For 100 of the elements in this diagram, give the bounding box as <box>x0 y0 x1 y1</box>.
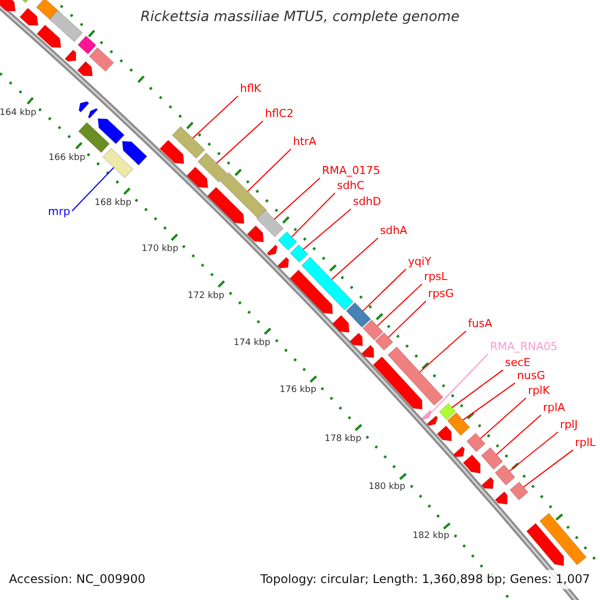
scale-label: 182 kbp <box>412 532 450 542</box>
gene-label: RMA_0175 <box>322 165 380 178</box>
gene-bar <box>256 210 284 238</box>
gene-bar <box>494 464 516 486</box>
cds-block <box>97 118 125 144</box>
cds-block <box>36 24 62 48</box>
gene-label: rplL <box>575 437 596 450</box>
title: Rickettsia massiliae MTU5, complete genome <box>140 10 460 26</box>
cds-block <box>186 166 208 188</box>
gene-bar <box>438 402 456 420</box>
gene-bar <box>78 122 110 154</box>
cds-block <box>426 415 438 426</box>
gene-label: hflK <box>240 83 262 96</box>
gene-label: nusG <box>517 370 546 382</box>
gene-bar <box>102 148 134 178</box>
gene-bar <box>480 447 504 470</box>
leader-line <box>331 238 378 280</box>
leader-line <box>72 167 114 212</box>
gene-bar <box>374 332 394 351</box>
cds-block <box>159 140 184 164</box>
cds-block <box>372 356 423 410</box>
cds-block <box>289 269 334 314</box>
cds-block <box>494 491 508 505</box>
leader-line <box>247 148 292 192</box>
gene-bar <box>539 512 587 566</box>
accession-text: Accession: NC_009900 <box>9 573 146 586</box>
gene-label: sdhA <box>380 225 408 238</box>
gene-bar <box>362 319 384 341</box>
gene-label: sdhC <box>337 180 364 192</box>
cds-block <box>88 108 98 119</box>
cds-block <box>481 476 494 490</box>
scale-label: 168 kbp <box>94 199 132 209</box>
cds-block <box>277 256 290 269</box>
gene-label: rpsL <box>424 271 448 284</box>
gene-bar <box>77 35 97 55</box>
leader-line <box>291 192 336 238</box>
gene-bar <box>88 47 114 72</box>
cds-block <box>19 8 39 26</box>
leader-line <box>452 370 504 408</box>
cds-block <box>207 186 245 224</box>
cds-block <box>78 101 90 113</box>
cds-block <box>246 225 264 242</box>
scale-label: 178 kbp <box>324 435 362 445</box>
gene-label: sdhD <box>353 196 382 208</box>
cds-block <box>266 244 278 256</box>
cds-block <box>526 522 564 566</box>
leader-line <box>480 398 526 439</box>
gene-bar <box>466 432 486 452</box>
gene-label: secE <box>505 357 530 370</box>
cds-block <box>76 60 93 76</box>
cds-block <box>64 49 76 62</box>
gene-bar <box>301 256 354 311</box>
leader-line <box>462 382 516 420</box>
gene-label: hflC2 <box>265 108 294 120</box>
leader-line <box>388 300 426 338</box>
gene-bar <box>49 10 83 42</box>
cds-block <box>421 410 432 420</box>
gene-label: htrA <box>293 136 316 148</box>
gene-label: yqiY <box>408 256 432 268</box>
scale-label: 164 kbp <box>0 109 36 119</box>
gene-bar <box>172 126 206 159</box>
leader-line <box>302 208 352 250</box>
gene-bar <box>220 172 268 220</box>
gene-label: rpsG <box>428 288 454 300</box>
scale-label: 180 kbp <box>368 483 406 493</box>
cds-block <box>436 425 452 442</box>
gene-label: rplJ <box>560 419 578 432</box>
gene-bar <box>290 244 308 263</box>
cds-block <box>361 344 374 358</box>
gene-bar <box>446 412 470 436</box>
scale-label: 170 kbp <box>142 245 178 255</box>
gene-bar <box>346 302 372 328</box>
leader-line <box>362 268 406 312</box>
leader-line <box>274 178 320 220</box>
gene-label: RMA_RNA05 <box>490 341 558 354</box>
scale-label: 176 kbp <box>280 386 316 396</box>
scale-label: 166 kbp <box>48 154 86 164</box>
cds-block <box>462 454 481 474</box>
scale-label: 172 kbp <box>188 292 224 302</box>
cds-block <box>452 446 465 458</box>
leader-line <box>216 120 264 164</box>
gene-label: rplA <box>543 402 566 414</box>
gene-bar <box>509 481 529 501</box>
leader-line <box>496 414 542 455</box>
leader-line <box>192 96 238 139</box>
gene-bar <box>387 346 444 406</box>
gene-bar <box>197 152 228 183</box>
cds-block <box>0 0 16 12</box>
leader-line <box>420 330 466 372</box>
scale-label: 174 kbp <box>234 339 270 349</box>
cds-block <box>349 332 364 346</box>
gene-bar <box>278 231 298 251</box>
cds-block <box>122 140 148 166</box>
gene-label: rplK <box>528 385 550 398</box>
leader-line <box>509 432 558 472</box>
gene-label: fusA <box>468 318 492 330</box>
leader-line <box>523 450 574 488</box>
leader-line <box>432 354 488 412</box>
cds-block <box>332 314 350 333</box>
leader-line <box>377 284 422 326</box>
